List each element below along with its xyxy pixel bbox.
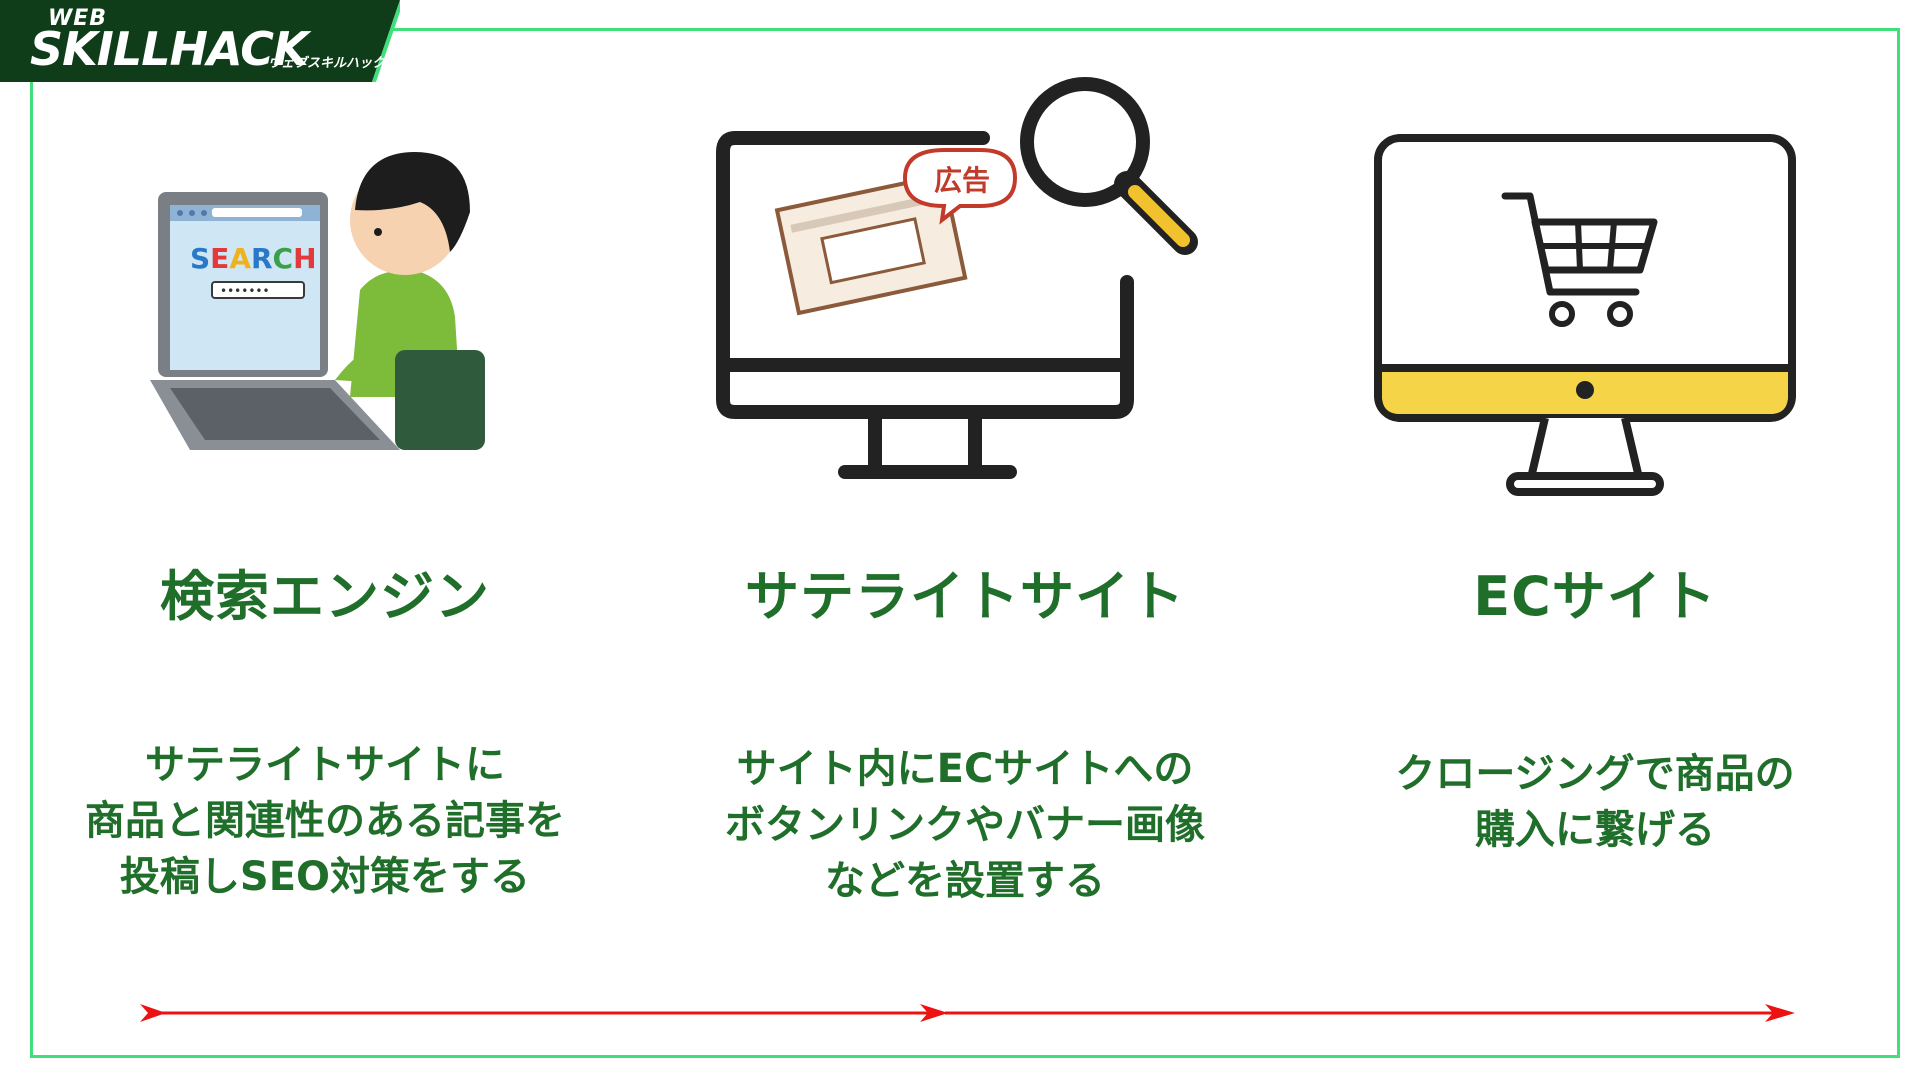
desc-search-engine: サテライトサイトに 商品と関連性のある記事を 投稿しSEO対策をする — [20, 737, 630, 905]
logo-web-text: WEB — [48, 6, 108, 31]
desc-satellite-site: サイト内にECサイトへの ボタンリンクやバナー画像 などを設置する — [660, 741, 1270, 909]
title-search-engine: 検索エンジン — [160, 565, 490, 628]
monitor-cart-icon — [1374, 134, 1796, 496]
desc-line: サイト内にECサイトへの — [736, 746, 1194, 792]
title-satellite-site: サテライトサイト — [745, 565, 1185, 628]
desc-line: 商品と関連性のある記事を — [85, 798, 565, 844]
desc-line: サテライトサイトに — [145, 742, 505, 788]
desc-line: 購入に繋げる — [1475, 807, 1715, 853]
arrow-tail-1 — [140, 1004, 166, 1022]
search-text: SEARCH — [190, 242, 317, 275]
title-ec-site: ECサイト — [1473, 565, 1717, 628]
desc-ec-site: クロージングで商品の 購入に繋げる — [1290, 746, 1900, 858]
ad-label: 広告 — [934, 164, 990, 197]
content-frame — [30, 28, 1900, 1058]
desc-line: 投稿しSEO対策をする — [119, 854, 531, 900]
ad-speech-bubble — [902, 148, 1018, 225]
arrow-head-1 — [920, 1004, 948, 1022]
arrow-head-2 — [1765, 1004, 1795, 1022]
svg-text:•••••••: ••••••• — [220, 284, 270, 298]
desc-line: などを設置する — [825, 858, 1105, 904]
logo-main-text: SKILLHACK — [30, 22, 309, 76]
desc-line: ボタンリンクやバナー画像 — [725, 802, 1205, 848]
desc-line: クロージングで商品の — [1395, 751, 1795, 797]
logo-background — [0, 0, 404, 82]
logo-kana-text: ウェブスキルハック — [268, 56, 386, 71]
monitor-ad-magnifier-icon: 広告 — [716, 77, 1198, 479]
person-laptop-search-icon: SEARCH ••••••• — [150, 152, 485, 450]
logo: WEB SKILLHACK ウェブスキルハック — [0, 0, 404, 82]
